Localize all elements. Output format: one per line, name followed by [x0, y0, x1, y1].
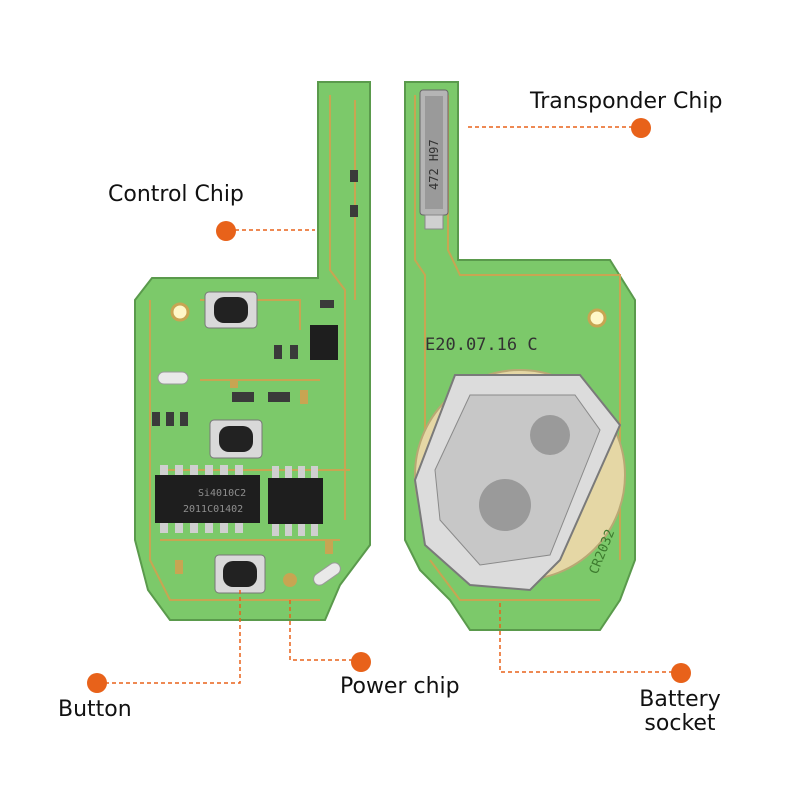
left-pcb-board: Si4010C2 2011C01402 [134, 81, 371, 621]
transponder-code: 472 H97 [427, 139, 441, 190]
leader-lines [98, 126, 680, 684]
transponder-callout-dot [631, 118, 651, 138]
button-callout-dot [87, 673, 107, 693]
leader-battery [499, 600, 680, 673]
power-chip-package [268, 466, 323, 536]
power-callout-dot [351, 652, 371, 672]
battery-socket-assembly: CR2032 [413, 369, 626, 592]
leader-button [98, 590, 241, 684]
battery-socket-label-line2: socket [644, 711, 716, 736]
battery-callout-dot [671, 663, 691, 683]
control-chip-package: Si4010C2 2011C01402 [155, 465, 260, 533]
leader-power [289, 600, 360, 661]
battery-socket-label-line1: Battery [639, 687, 721, 712]
control-callout-dot [216, 221, 236, 241]
control-chip-label: Control Chip [108, 182, 244, 207]
right-pcb-board: 472 H97 CR2032 E20.07.16 C [404, 81, 636, 631]
left-button-3 [214, 554, 266, 594]
power-chip-label: Power chip [340, 674, 460, 699]
battery-socket-label: Battery socket [625, 688, 735, 736]
button-label: Button [58, 697, 132, 722]
left-button-1 [204, 291, 258, 329]
control-chip-code-1: Si4010C2 [198, 488, 246, 499]
transponder-chip-package: 472 H97 [419, 89, 449, 230]
transponder-chip-label: Transponder Chip [530, 89, 723, 114]
control-chip-code-2: 2011C01402 [183, 504, 243, 515]
pcb-date-code: E20.07.16 C [425, 335, 538, 355]
left-button-2 [209, 419, 263, 459]
